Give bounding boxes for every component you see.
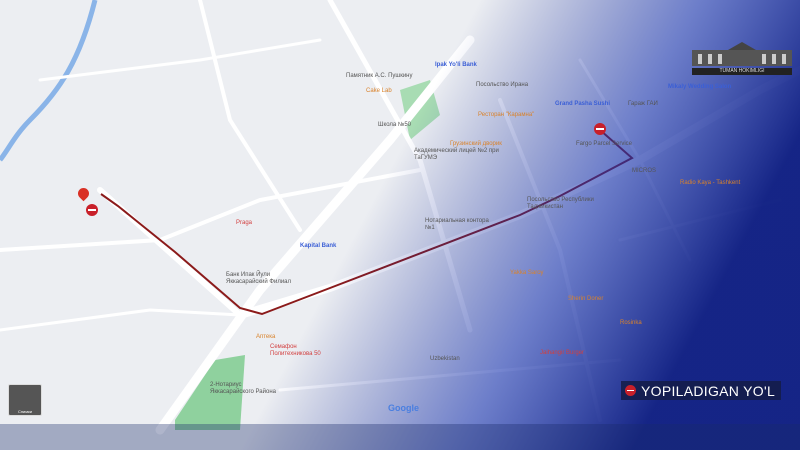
no-entry-icon <box>594 123 606 135</box>
google-logo: Google <box>388 403 419 413</box>
place-label[interactable]: Нотариальная контора №1 <box>425 218 489 231</box>
place-label[interactable]: Cake Lab <box>366 88 392 94</box>
place-label[interactable]: Ipak Yo'li Bank <box>435 62 477 68</box>
place-label[interactable]: Аптека <box>256 334 276 340</box>
place-label[interactable]: Rosinka <box>620 320 642 326</box>
district-logo: TUMAN HOKIMLIGI <box>688 42 796 82</box>
place-label[interactable]: Yakka Sarоу <box>510 270 544 276</box>
place-label[interactable]: MICROS <box>632 168 656 174</box>
place-label[interactable]: Grand Pasha Sushi <box>555 101 611 107</box>
logo-text: TUMAN HOKIMLIGI <box>692 68 792 75</box>
no-entry-icon <box>625 385 636 396</box>
place-label[interactable]: Академический лицей №2 при ТаГУМЭ <box>414 148 499 161</box>
place-label[interactable]: Банк Ипак Йули Яккасарайский Филиал <box>226 272 292 285</box>
place-label[interactable]: Jaihangir Burger <box>540 350 585 356</box>
place-label[interactable]: Uzbekistan <box>430 356 460 362</box>
place-label[interactable]: Kapital Bank <box>300 243 337 249</box>
place-label[interactable]: Посольство Ирана <box>476 82 529 88</box>
streetview-label: Снимки <box>17 409 33 414</box>
place-label[interactable]: Грузинский дворик <box>450 141 502 147</box>
place-label[interactable]: 2-Нотариус Яккасарайского Района <box>210 382 276 395</box>
streetview-thumbnail[interactable]: Снимки <box>8 384 42 416</box>
place-label[interactable]: Семафон Политехникова 50 <box>270 344 321 357</box>
place-label[interactable]: Sherin Doner <box>568 296 604 302</box>
no-entry-icon <box>86 204 98 216</box>
place-label[interactable]: Praga <box>236 220 253 226</box>
place-label[interactable]: Гараж ГАИ <box>628 101 658 107</box>
place-label[interactable]: Radio Kaya - Tashkent <box>680 180 741 186</box>
place-label[interactable]: Посольство Республики Таджикистан <box>527 197 594 210</box>
place-label[interactable]: Памятник А.С. Пушкину <box>346 73 413 79</box>
legend: YOPILADIGAN YO'L <box>621 381 782 400</box>
place-label[interactable]: Ресторан "Карамна" <box>478 112 535 118</box>
place-label[interactable]: Mikaly Wedding Salon <box>668 84 732 90</box>
place-label[interactable]: Школа №50 <box>378 122 412 128</box>
place-label[interactable]: Fargo Parcel Service <box>576 141 633 147</box>
legend-label: YOPILADIGAN YO'L <box>641 382 776 399</box>
